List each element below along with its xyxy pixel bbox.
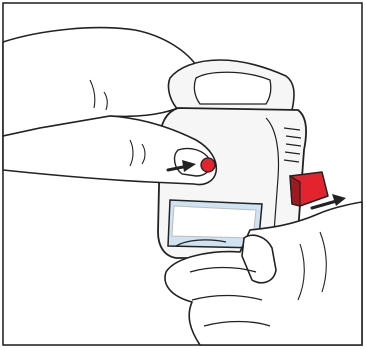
- stamp-handle-grip: [194, 72, 270, 104]
- stamp-window-inner: [172, 206, 256, 238]
- release-button: [201, 158, 215, 172]
- ink-pad-edge: [290, 176, 300, 206]
